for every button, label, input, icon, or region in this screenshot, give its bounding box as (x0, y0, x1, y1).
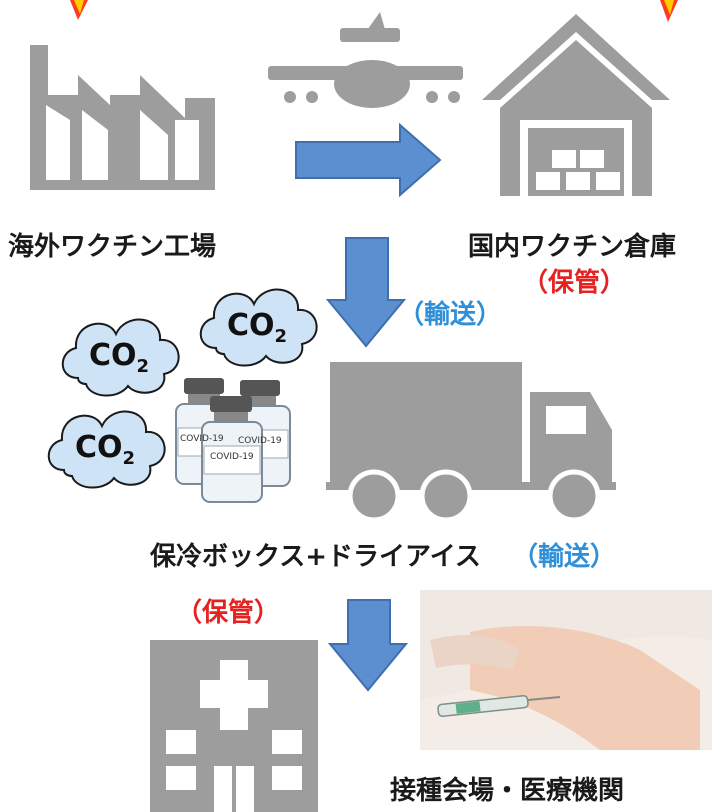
co2-cloud-2 (199, 288, 318, 367)
label-transport-2: （輸送） (512, 542, 617, 572)
label-transport-1: （輸送） (398, 300, 503, 330)
transfer-arrow-down-1 (325, 237, 407, 348)
label-cooler-box: 保冷ボックス+ドライアイス (150, 542, 481, 572)
co2-cloud-3-text: CO2 (75, 430, 135, 469)
co2-subscript: 2 (136, 356, 150, 377)
syringe (437, 694, 561, 718)
hospital-icon (150, 640, 318, 812)
co2-cloud-3 (47, 410, 166, 489)
co2-subscript: 2 (122, 448, 136, 469)
vial-label-front: COVID-19 (210, 452, 254, 462)
airplane-icon (268, 12, 463, 108)
transfer-arrow-down-2 (327, 599, 409, 692)
vaccination-photo (420, 590, 712, 750)
co2-cloud-1 (61, 318, 180, 397)
vial-front (201, 396, 263, 503)
label-domestic-warehouse: 国内ワクチン倉庫 (468, 232, 677, 262)
label-storage-warehouse: （保管） (522, 268, 627, 298)
factory-icon (30, 45, 215, 190)
warehouse-icon (482, 14, 670, 196)
label-vaccination-site: 接種会場・医療機関 (390, 776, 625, 806)
transfer-arrow-right (295, 122, 442, 198)
label-overseas-factory: 海外ワクチン工場 (8, 232, 217, 262)
truck-icon (326, 362, 616, 523)
vial-label-right: COVID-19 (238, 436, 282, 446)
co2-text: CO (89, 338, 137, 373)
co2-text: CO (227, 308, 275, 343)
co2-cloud-1-text: CO2 (89, 338, 149, 377)
co2-cloud-2-text: CO2 (227, 308, 287, 347)
top-right-accent-mark (660, 0, 678, 22)
label-storage-site: （保管） (176, 598, 281, 628)
vaccine-vials (175, 378, 291, 503)
top-left-accent-mark (70, 0, 88, 20)
co2-subscript: 2 (274, 326, 288, 347)
vial-label-left: COVID-19 (180, 434, 224, 444)
co2-text: CO (75, 430, 123, 465)
